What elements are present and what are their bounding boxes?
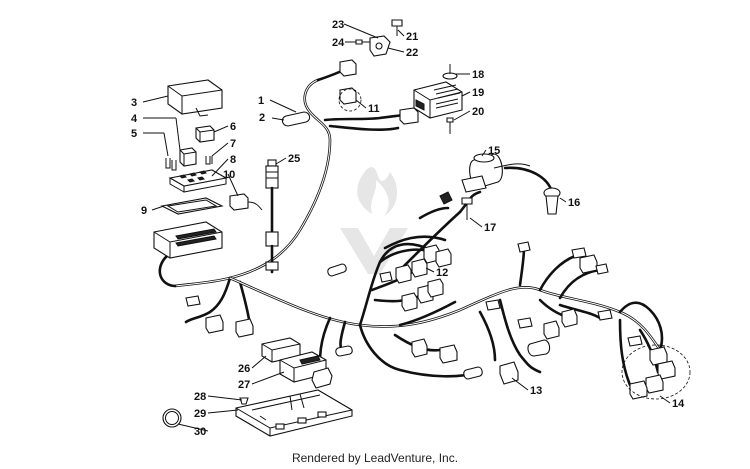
washer-18 xyxy=(442,64,458,80)
callout-12: 12 xyxy=(436,267,448,279)
callout-25: 25 xyxy=(288,153,300,165)
footer-credit: Rendered by LeadVenture, Inc. xyxy=(292,451,458,465)
callout-28: 28 xyxy=(194,391,206,403)
leader-lines xyxy=(142,23,671,432)
screw-21 xyxy=(391,19,403,36)
callout-15: 15 xyxy=(488,145,500,157)
connectors-right xyxy=(485,241,643,357)
callout-2: 2 xyxy=(259,112,265,124)
callout-26: 26 xyxy=(238,363,250,375)
bracket-22 xyxy=(369,35,391,57)
spark-plug-cap xyxy=(543,187,561,215)
connector-group-14 xyxy=(621,344,691,400)
callout-18: 18 xyxy=(472,69,484,81)
callout-23: 23 xyxy=(332,19,344,31)
callout-6: 6 xyxy=(230,121,236,133)
relay-block xyxy=(195,125,215,143)
callout-10: 10 xyxy=(223,169,235,181)
sensor-25 xyxy=(265,159,279,274)
fuse-panel-board xyxy=(168,169,228,193)
callout-14: 14 xyxy=(672,398,685,410)
connector-top-right xyxy=(399,107,419,125)
callout-13: 13 xyxy=(530,385,542,397)
connector-group-12 xyxy=(379,191,453,312)
watermark-logo xyxy=(340,167,408,274)
voltage-regulator xyxy=(413,81,463,119)
callout-19: 19 xyxy=(472,87,484,99)
callout-30: 30 xyxy=(194,426,206,438)
callout-27: 27 xyxy=(238,379,250,391)
callout-9: 9 xyxy=(141,205,147,217)
fuse-box-base xyxy=(153,221,223,259)
callout-4: 4 xyxy=(131,113,138,125)
callout-22: 22 xyxy=(406,47,418,59)
callout-7: 7 xyxy=(230,138,236,150)
callout-29: 29 xyxy=(194,408,206,420)
fuse-box-cover xyxy=(167,79,223,117)
callout-24: 24 xyxy=(332,37,345,49)
callout-3: 3 xyxy=(131,97,137,109)
callout-21: 21 xyxy=(406,31,418,43)
bolt-17 xyxy=(461,197,473,220)
connectors-lower-left xyxy=(185,263,347,338)
fuse-box-gasket xyxy=(160,197,224,215)
fastener-28 xyxy=(239,397,249,405)
mounting-plate xyxy=(235,389,353,437)
callout-labels: 1 2 3 4 5 6 7 8 9 10 11 12 13 14 15 16 1… xyxy=(131,19,685,438)
connector-top-1 xyxy=(339,59,357,77)
connector-2 xyxy=(281,111,311,127)
connector-10 xyxy=(229,193,263,211)
callout-8: 8 xyxy=(230,154,236,166)
relay-small xyxy=(179,147,197,167)
callout-1: 1 xyxy=(258,95,264,107)
callout-5: 5 xyxy=(131,128,137,140)
module-26 xyxy=(261,337,301,363)
callout-20: 20 xyxy=(472,106,484,118)
callout-16: 16 xyxy=(568,197,580,209)
clamp-30 xyxy=(162,408,182,428)
callout-11: 11 xyxy=(368,103,380,115)
callout-17: 17 xyxy=(484,222,496,234)
ignition-coil xyxy=(461,153,531,193)
connectors-lower-middle xyxy=(311,338,519,389)
fuse-clips xyxy=(165,156,213,171)
screw-24 xyxy=(355,39,370,45)
screw-20 xyxy=(446,117,454,134)
connector-11 xyxy=(338,87,362,112)
